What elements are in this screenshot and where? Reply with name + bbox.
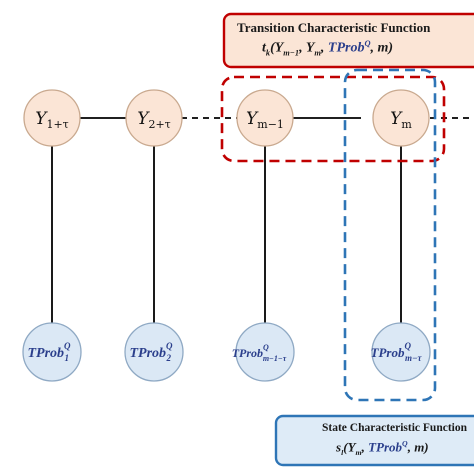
label-y-m: Ym [390, 109, 412, 131]
state-highlight-box [343, 68, 437, 402]
state-box-formula: sl(Ym, TProbQ, m) [336, 439, 429, 457]
node-y-1 [23, 89, 81, 147]
transition-box-title: Transition Characteristic Function [237, 20, 431, 35]
node-tprob-m-1 [235, 322, 295, 382]
state-box-title: State Characteristic Function [322, 422, 467, 434]
node-y-2 [125, 89, 183, 147]
node-tprob-m [371, 322, 431, 382]
transition-highlight-box [220, 75, 446, 163]
node-tprob-1 [22, 322, 82, 382]
state-function-box [274, 414, 474, 467]
node-y-m [372, 89, 430, 147]
transition-function-box [222, 12, 474, 69]
label-y-1: Y1+τ [35, 109, 69, 131]
transition-box-formula: tk(Ym−1, Ym, TProbQ, m) [262, 39, 394, 58]
node-y-m-1 [236, 89, 294, 147]
node-tprob-2 [124, 322, 184, 382]
label-y-2: Y2+τ [137, 109, 171, 131]
label-y-m-1: Ym−1 [246, 109, 284, 131]
